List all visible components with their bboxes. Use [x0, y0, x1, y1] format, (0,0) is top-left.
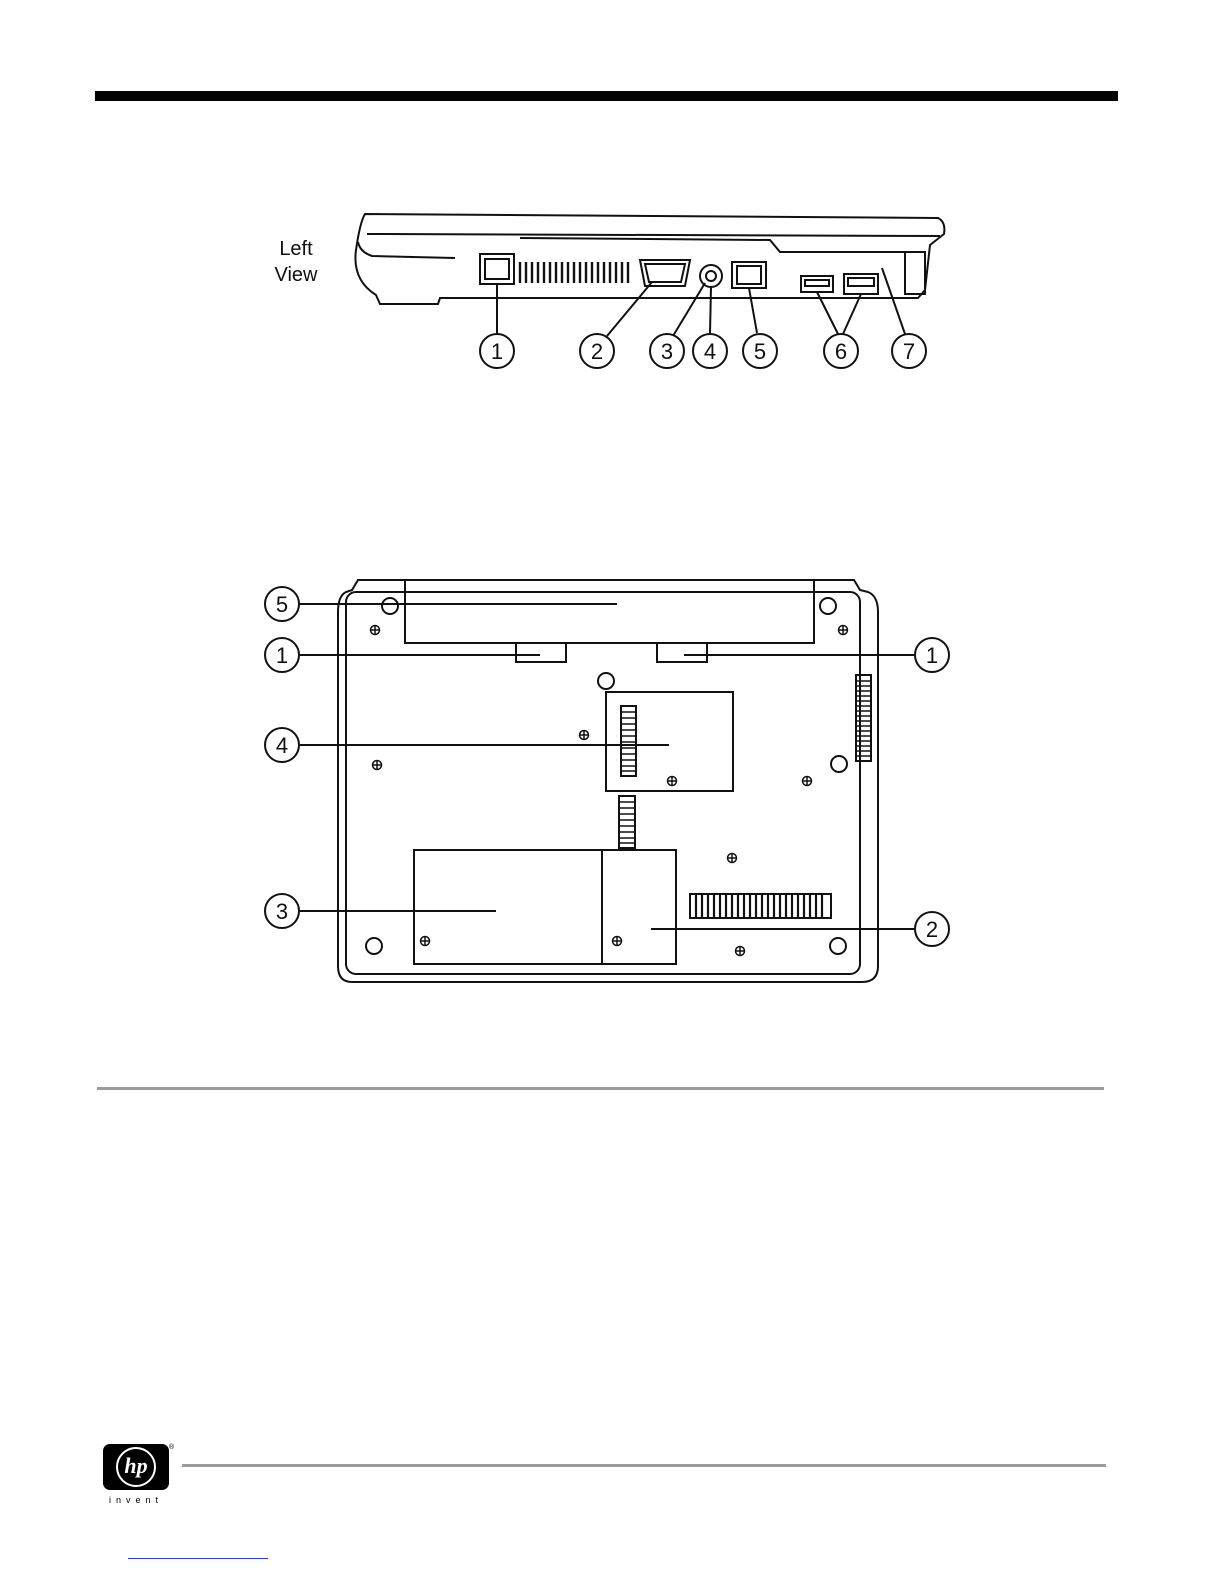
vent-left: [520, 262, 628, 283]
left-callout-7: 7: [903, 339, 915, 364]
hp-logo-mark: hp: [116, 1453, 156, 1479]
battery-latch-right: [657, 643, 707, 662]
section-divider: [97, 1087, 1104, 1090]
bottom-callout-5: 5: [276, 592, 288, 617]
bottom-callout-1-right: 1: [926, 643, 938, 668]
drive-bay-3: [414, 850, 602, 964]
bottom-callout-1-left: 1: [276, 643, 288, 668]
footer-link-underline[interactable]: [128, 1558, 268, 1559]
left-callout-2: 2: [591, 339, 603, 364]
left-callout-5: 5: [754, 339, 766, 364]
bottom-callout-3: 3: [276, 899, 288, 924]
hp-logo-tagline: invent: [103, 1495, 169, 1505]
battery-latch-left: [516, 643, 566, 662]
laptop-bottom-view: [265, 580, 949, 982]
registered-mark: ®: [169, 1444, 174, 1451]
left-callout-3: 3: [661, 339, 673, 364]
bottom-callout-2: 2: [926, 917, 938, 942]
footer-rule: [182, 1464, 1106, 1467]
left-view-callout-labels: 1 2 3 4 5 6 7: [491, 339, 915, 364]
left-callout-1: 1: [491, 339, 503, 364]
hp-logo-badge: hp: [103, 1444, 169, 1490]
laptop-left-view: [355, 214, 944, 368]
left-callout-4: 4: [704, 339, 716, 364]
left-callout-6: 6: [835, 339, 847, 364]
hp-logo: hp invent: [103, 1444, 169, 1510]
bottom-callout-4: 4: [276, 733, 288, 758]
drive-bay-2: [602, 850, 676, 964]
port-audio: [700, 265, 722, 287]
battery-bay: [405, 580, 814, 643]
